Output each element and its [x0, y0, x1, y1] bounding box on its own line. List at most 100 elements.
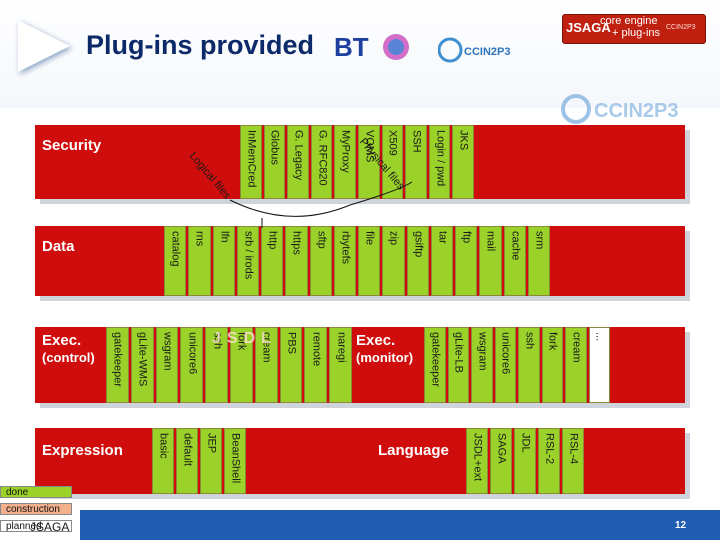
exec-control-plugin-5: fork [230, 327, 253, 403]
data-plugin-1: rns [188, 226, 211, 296]
expression-plugin-label: BeanShell [229, 433, 242, 484]
exec-control-plugin-3: unicore6 [180, 327, 204, 403]
data-plugin-2: lfn [212, 226, 235, 296]
exec-monitor-plugin-label: unicore6 [499, 332, 512, 375]
security-plugin-3: G. RFC820 [310, 125, 333, 199]
exec-monitor-plugin-4: ssh [518, 327, 540, 403]
security-plugin-label: G. Legacy [292, 130, 305, 181]
exec-monitor-plugin-label: cream [570, 332, 583, 363]
exec-monitor-plugin-0: gatekeeper [424, 327, 446, 403]
expression-label: Expression [42, 442, 123, 459]
footer-bar [80, 510, 720, 540]
exec-monitor-plugin-label: gatekeeper [429, 332, 442, 388]
data-plugin-5: https [285, 226, 308, 296]
expression-plugin-label: default [181, 433, 194, 467]
exec-monitor-plugin-7: ... [588, 327, 610, 403]
exec-control-label: Exec. [42, 332, 82, 349]
page-number: 12 [675, 520, 687, 531]
ccin2p3-logo-small: CCIN2P3 [438, 37, 510, 63]
data-plugin-label: gsiftp [412, 231, 425, 258]
security-plugin-4: MyProxy [334, 125, 356, 199]
data-plugin-4: http [261, 226, 284, 296]
exec-monitor-plugin-5: fork [541, 327, 563, 403]
security-plugin-label: X509 [386, 130, 399, 156]
security-plugin-label: Globus [268, 130, 281, 165]
data-plugin-label: lfn [218, 231, 231, 243]
exec-monitor-plugin-3: unicore6 [494, 327, 516, 403]
exec-control-plugin-8: remote [304, 327, 328, 403]
expression-plugin-3: BeanShell [224, 428, 246, 494]
ccin2p3-logo-large: CCIN2P3 [561, 94, 678, 124]
jsaga-badge-name: JSAGA [566, 20, 611, 35]
data-plugin-10: gsiftp [406, 226, 429, 296]
language-plugin-2: JDL [514, 428, 536, 494]
expression-band [35, 428, 685, 494]
data-plugin-label: http [266, 231, 279, 250]
jsaga-badge-core: core engine [600, 15, 658, 27]
data-plugin-6: sftp [309, 226, 332, 296]
data-plugin-9: zip [382, 226, 405, 296]
data-plugin-8: file [358, 226, 381, 296]
exec-control-plugin-4: ssh [205, 327, 228, 403]
security-plugin-8: Login / pwd [428, 125, 451, 199]
exec-control-plugin-0: gatekeeper [106, 327, 129, 403]
exec-monitor-plugin-label: fork [546, 332, 559, 351]
legend-construction: construction [0, 503, 72, 515]
jsdl-overlay: JSDL [212, 330, 277, 347]
data-plugin-label: ftp [460, 231, 473, 244]
exec-control-plugin-label: gLite-WMS [136, 332, 149, 387]
exec-control-plugin-label: gatekeeper [111, 332, 124, 388]
data-plugin-label: mail [484, 231, 497, 252]
exec-monitor-plugin-label: gLite-LB [452, 332, 465, 373]
data-plugin-label: file [363, 231, 376, 246]
exec-control-plugin-9: naregi [329, 327, 352, 403]
language-plugin-3: RSL-2 [538, 428, 560, 494]
exec-control-plugin-label: wsgram [161, 332, 174, 371]
exec-control-plugin-6: cream [254, 327, 278, 403]
data-plugin-label: srm [533, 231, 546, 250]
exec-control-plugin-1: gLite-WMS [130, 327, 154, 403]
legend-done: done [0, 486, 72, 498]
exec-control-plugin-label: remote [310, 332, 323, 367]
data-plugin-13: mail [479, 226, 502, 296]
security-plugin-9: JKS [452, 125, 474, 199]
exec-control-plugin-2: wsgram [155, 327, 179, 403]
data-plugin-label: srb / irods [242, 231, 255, 280]
security-plugin-label: JKS [457, 130, 470, 151]
data-plugin-label: tar [436, 231, 449, 244]
exec-monitor-plugin-label: wsgram [476, 332, 489, 371]
exec-monitor-plugin-label: ... [593, 332, 606, 342]
data-plugin-label: catalog [169, 231, 182, 267]
security-plugin-1: Globus [263, 125, 286, 199]
language-label: Language [378, 442, 449, 459]
exec-monitor-plugin-1: gLite-LB [447, 327, 469, 403]
expression-plugin-0: basic [152, 428, 174, 494]
ccin2p3-large-text: CCIN2P3 [594, 100, 678, 122]
language-plugin-label: JDL [519, 433, 532, 453]
data-plugin-15: srm [527, 226, 550, 296]
jsaga-badge-plugins: + plug-ins [612, 27, 661, 39]
language-plugin-label: RSL-4 [567, 433, 580, 465]
language-plugin-label: JSDL+ext [471, 433, 484, 481]
ccin2p3-small-text: CCIN2P3 [464, 46, 510, 58]
data-plugin-label: rns [193, 231, 206, 247]
data-plugin-11: tar [430, 226, 453, 296]
expression-plugin-label: basic [157, 433, 170, 459]
language-plugin-0: JSDL+ext [466, 428, 488, 494]
exec-control-plugin-label: PBS [285, 332, 298, 355]
security-plugin-label: InMemCred [245, 130, 258, 188]
language-plugin-label: SAGA [495, 433, 508, 464]
exec-monitor-plugin-label: ssh [523, 332, 536, 350]
exec-control-plugin-label: naregi [335, 332, 348, 363]
data-plugin-14: cache [503, 226, 526, 296]
exec-control-sub: (control) [42, 350, 95, 365]
security-plugin-label: SSH [410, 130, 423, 153]
security-plugin-label: G. RFC820 [316, 130, 329, 186]
security-plugin-7: SSH [405, 125, 427, 199]
data-plugin-label: https [290, 231, 303, 255]
data-plugin-12: ftp [455, 226, 478, 296]
data-plugin-7: rbytefs [333, 226, 356, 296]
exec-monitor-label: Exec. [356, 332, 396, 349]
data-label: Data [42, 238, 75, 255]
data-plugin-label: zip [387, 231, 400, 246]
